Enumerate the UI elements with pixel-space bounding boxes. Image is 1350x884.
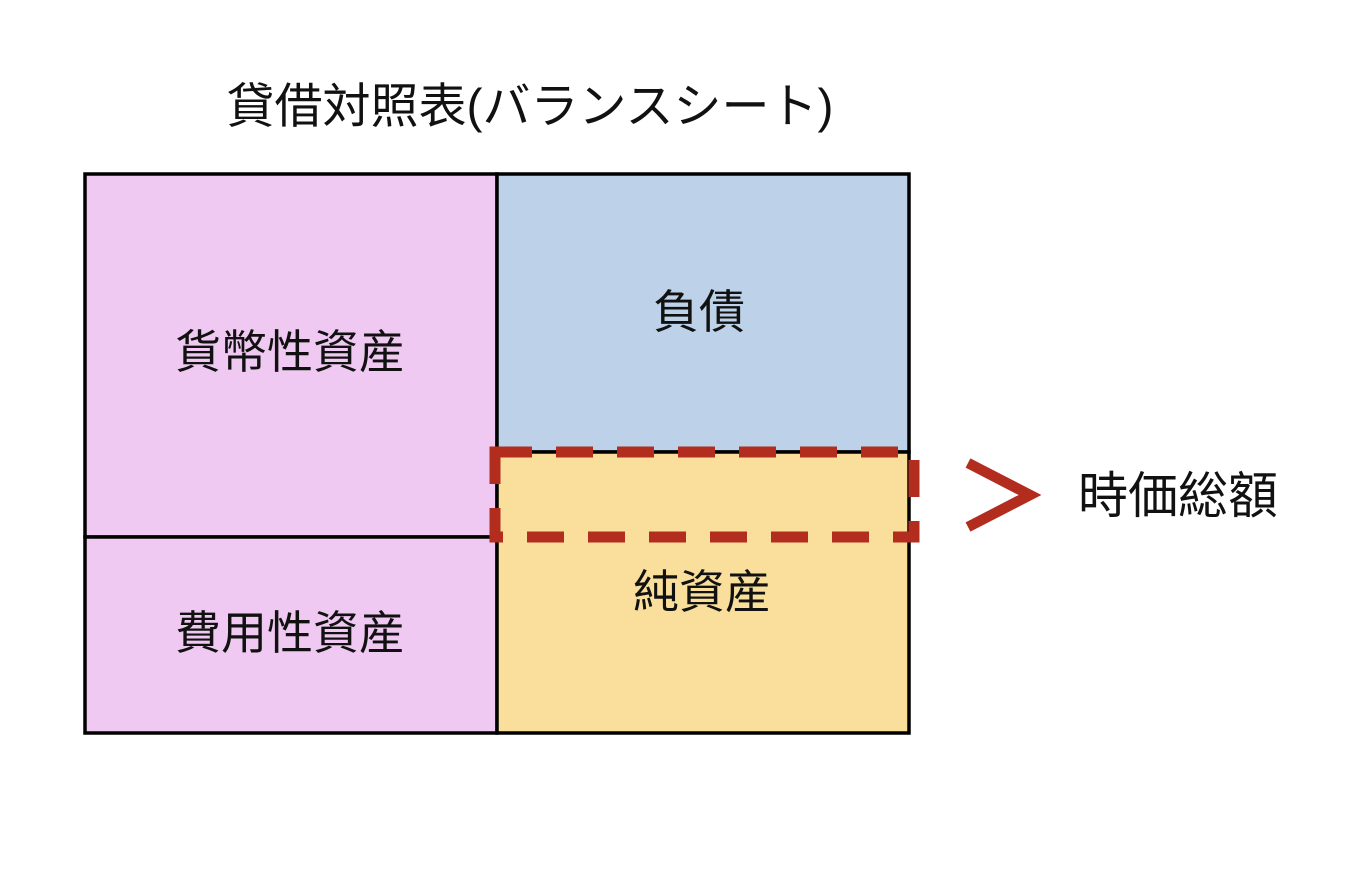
cell-liabilities-label: 負債 bbox=[653, 286, 745, 338]
greater-than-icon bbox=[965, 458, 1042, 532]
cell-liabilities bbox=[495, 172, 911, 454]
market-cap-dashed-outline bbox=[489, 446, 920, 543]
diagram-title: 貸借対照表(バランスシート) bbox=[226, 81, 833, 134]
market-cap-label: 時価総額 bbox=[1078, 468, 1278, 524]
cell-monetary-assets bbox=[83, 172, 499, 539]
cell-cost-assets bbox=[83, 535, 499, 735]
cell-monetary-assets-label: 貨幣性資産 bbox=[175, 326, 405, 378]
cell-cost-assets-label: 費用性資産 bbox=[175, 607, 405, 659]
cell-net-assets-label: 純資産 bbox=[633, 566, 771, 618]
cell-net-assets bbox=[495, 450, 911, 735]
